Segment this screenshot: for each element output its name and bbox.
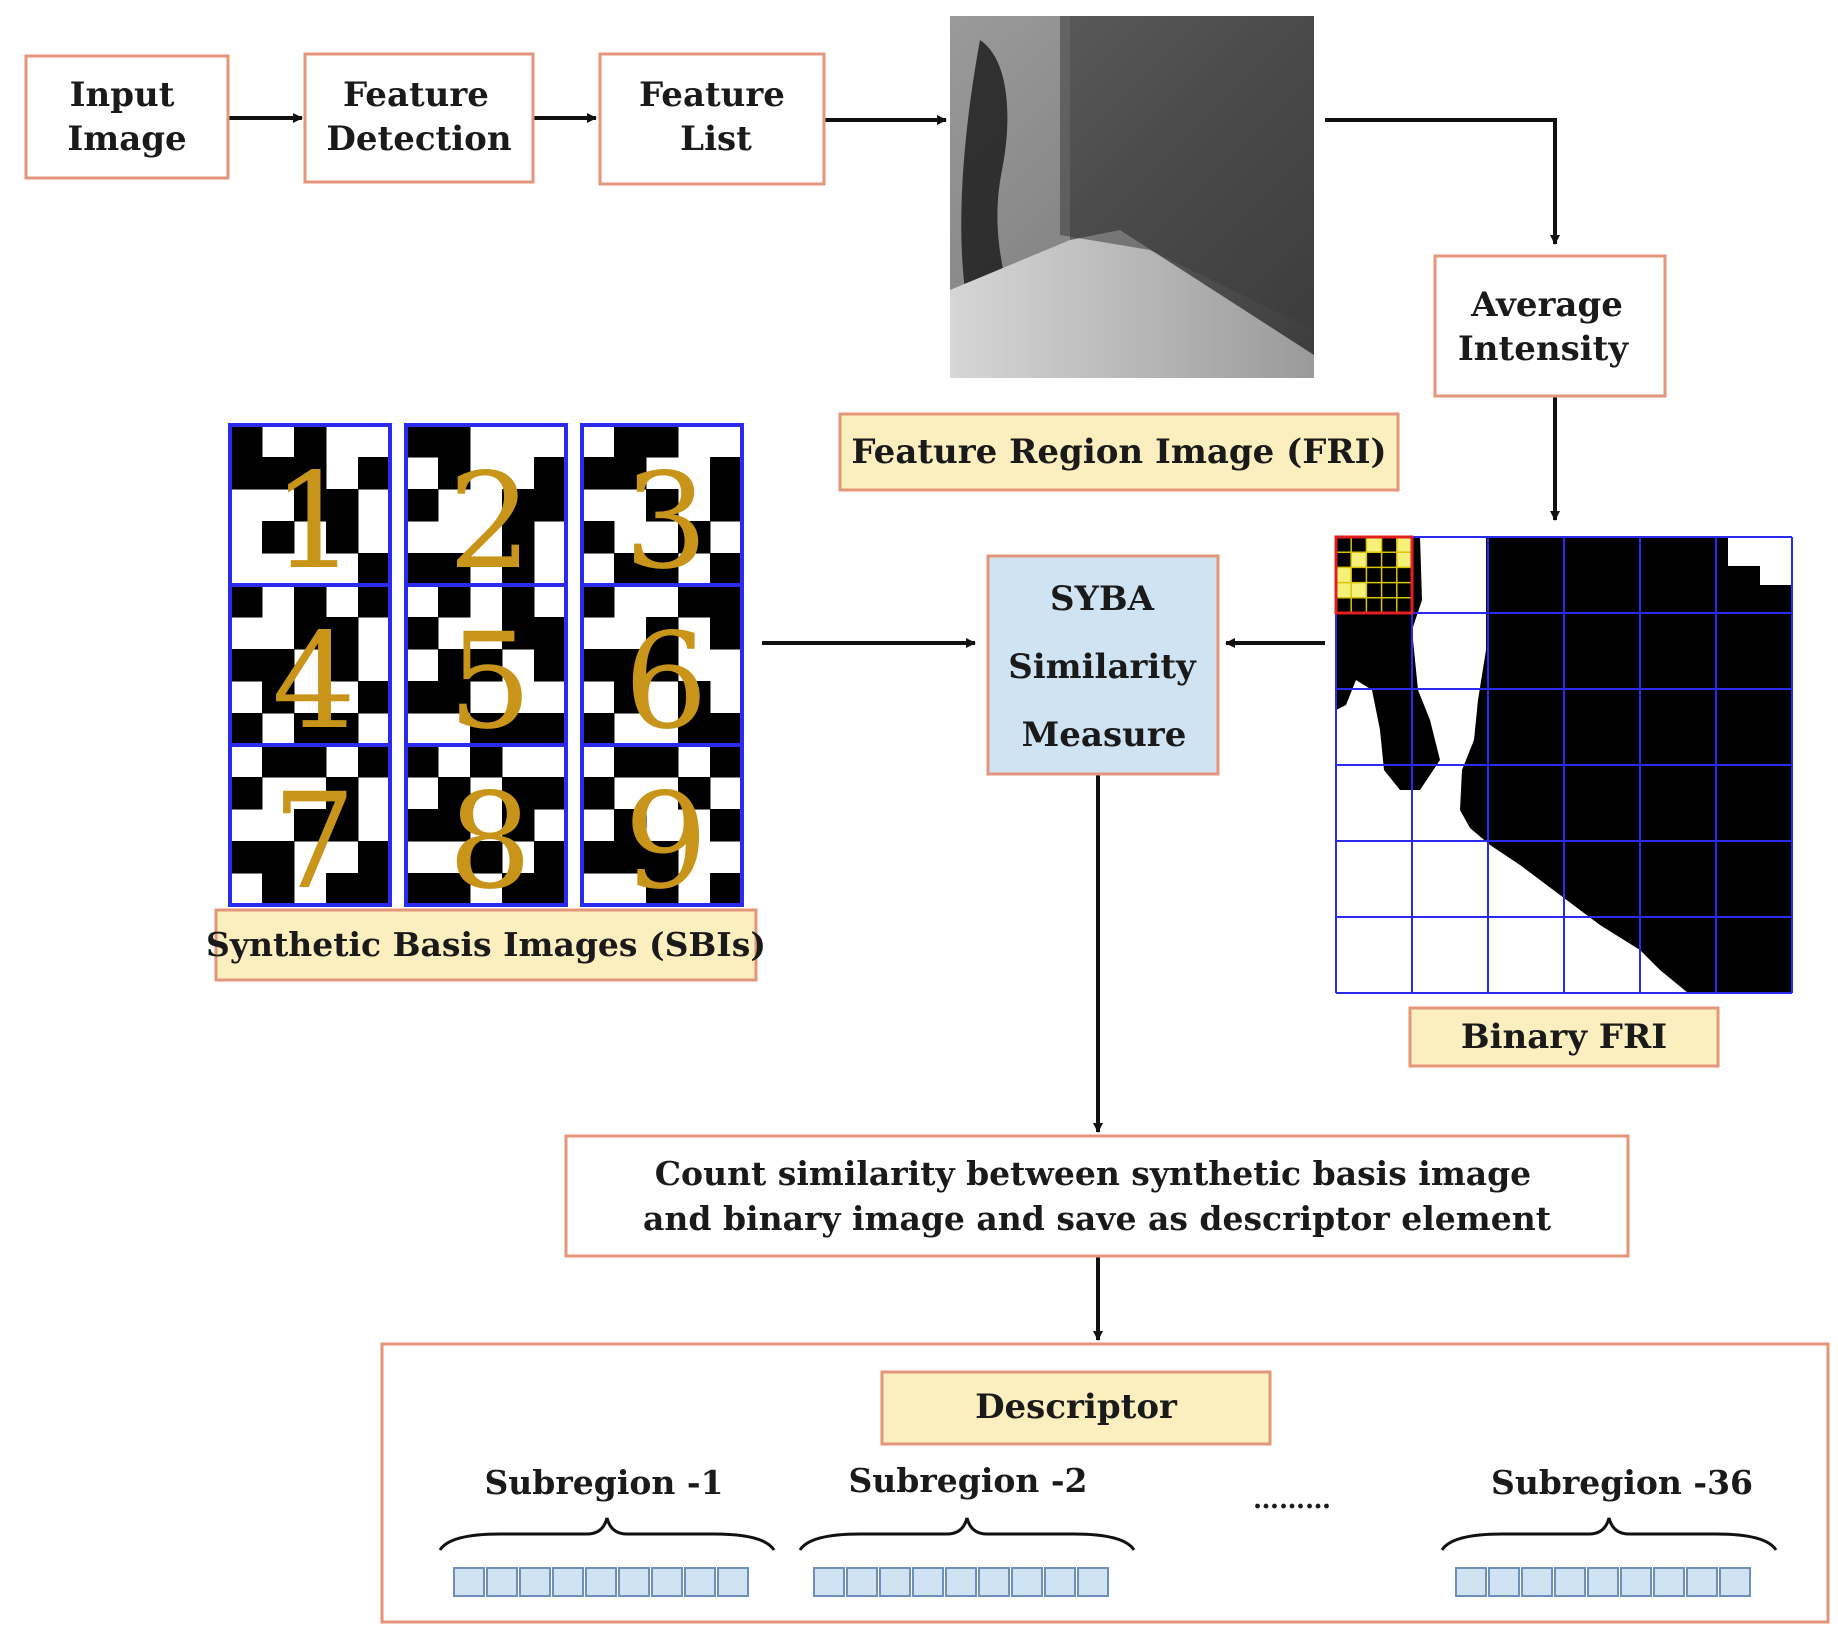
sbi-number: 7 — [272, 765, 356, 919]
count-similarity-box: Count similarity between synthetic basis… — [564, 1134, 1630, 1258]
sbi-number: 5 — [448, 605, 532, 759]
subregion-group: Subregion -36 — [1440, 1463, 1778, 1597]
input-image-line-1: Input — [70, 75, 175, 115]
descriptor-cell — [684, 1567, 716, 1597]
descriptor-cell — [1686, 1567, 1718, 1597]
sbi-label: Synthetic Basis Images (SBIs) — [206, 908, 766, 982]
descriptor-cell — [1488, 1567, 1520, 1597]
average-intensity-box: Average Intensity — [1433, 254, 1667, 398]
descriptor-cell — [1620, 1567, 1652, 1597]
syba-line-1: SYBA — [1050, 579, 1155, 619]
sbi-tile: 1 — [228, 423, 392, 599]
descriptor-cell — [1521, 1567, 1553, 1597]
count-similarity-line-1: Count similarity between synthetic basis… — [655, 1154, 1531, 1193]
sbi-number: 9 — [624, 765, 708, 919]
syba-line-2: Similarity — [1008, 647, 1197, 687]
feature-list-line-2: List — [680, 119, 752, 159]
feature-detection-line-1: Feature — [343, 75, 489, 115]
sbi-number: 4 — [272, 605, 356, 759]
subregion-group: Subregion -1 — [438, 1463, 776, 1597]
subregion-brace — [1440, 1517, 1778, 1551]
descriptor-cell — [879, 1567, 911, 1597]
descriptor-cell — [585, 1567, 617, 1597]
descriptor-cell — [618, 1567, 650, 1597]
fri-label-text: Feature Region Image (FRI) — [851, 432, 1386, 472]
binary-fri-label: Binary FRI — [1408, 1006, 1720, 1068]
descriptor-label-box — [880, 1370, 1272, 1446]
descriptor-cell — [1719, 1567, 1751, 1597]
feature-detection-line-2: Detection — [326, 119, 511, 159]
subregion-label: Subregion -36 — [1491, 1463, 1753, 1502]
average-intensity-line-1: Average — [1470, 285, 1623, 325]
descriptor-cell — [1587, 1567, 1619, 1597]
feature-detection-box: Feature Detection — [303, 52, 535, 184]
feature-list-line-1: Feature — [639, 75, 785, 115]
sbi-tile: 3 — [580, 423, 744, 599]
subregion-brace — [438, 1517, 776, 1551]
descriptor-cell — [717, 1567, 749, 1597]
sbi-label-text: Synthetic Basis Images (SBIs) — [206, 925, 766, 964]
descriptor-cell — [1653, 1567, 1685, 1597]
input-image-line-2: Image — [67, 119, 186, 159]
sbi-tile: 6 — [580, 583, 744, 759]
sbi-tile: 8 — [404, 743, 568, 919]
subregion-brace — [798, 1517, 1136, 1551]
descriptor-cell — [1044, 1567, 1076, 1597]
subregion-group: Subregion -2 — [798, 1461, 1136, 1597]
input-image-box: Input Image — [24, 54, 230, 180]
descriptor-cell — [1077, 1567, 1109, 1597]
syba-line-3: Measure — [1022, 715, 1187, 755]
feature-region-image — [950, 16, 1314, 378]
subregion-label: Subregion -1 — [484, 1463, 723, 1502]
descriptor-cell — [1011, 1567, 1043, 1597]
descriptor-cell — [813, 1567, 845, 1597]
binary-fri-label-text: Binary FRI — [1461, 1017, 1667, 1057]
fri-label: Feature Region Image (FRI) — [838, 412, 1400, 492]
sbi-tile: 2 — [404, 423, 568, 599]
subregion-ellipsis: ……… — [1253, 1485, 1331, 1515]
syba-box: SYBA Similarity Measure — [986, 554, 1220, 776]
descriptor-cell — [846, 1567, 878, 1597]
descriptor-cell — [945, 1567, 977, 1597]
descriptor-cell — [552, 1567, 584, 1597]
feature-list-box: Feature List — [598, 52, 826, 186]
descriptor-cell — [912, 1567, 944, 1597]
sbi-tile: 7 — [228, 743, 392, 919]
descriptor-cell — [1455, 1567, 1487, 1597]
sbi-tile: 9 — [580, 743, 744, 919]
sbi-number: 1 — [272, 445, 356, 599]
sbi-number: 6 — [624, 605, 708, 759]
binary-fri-image — [1334, 535, 1793, 994]
subregion-label: Subregion -2 — [848, 1461, 1087, 1500]
sbi-tile: 5 — [404, 583, 568, 759]
flow-arrows — [228, 113, 1560, 1341]
count-similarity-line-2: and binary image and save as descriptor … — [643, 1199, 1552, 1238]
descriptor-cell — [519, 1567, 551, 1597]
average-intensity-line-2: Intensity — [1458, 329, 1629, 369]
descriptor-cell — [978, 1567, 1010, 1597]
descriptor-cell — [1554, 1567, 1586, 1597]
sbi-tile: 4 — [228, 583, 392, 759]
sbi-number: 2 — [448, 445, 532, 599]
descriptor-cell — [486, 1567, 518, 1597]
sbi-number: 8 — [448, 765, 532, 919]
descriptor-cell — [651, 1567, 683, 1597]
subregion-list: Subregion -1 Subregion -2 Subregion -36 — [438, 1461, 1778, 1597]
arrow-fri-to-average — [1325, 118, 1560, 245]
sbi-number: 3 — [624, 445, 708, 599]
descriptor-cell — [453, 1567, 485, 1597]
descriptor-label-text: Descriptor — [975, 1387, 1178, 1427]
